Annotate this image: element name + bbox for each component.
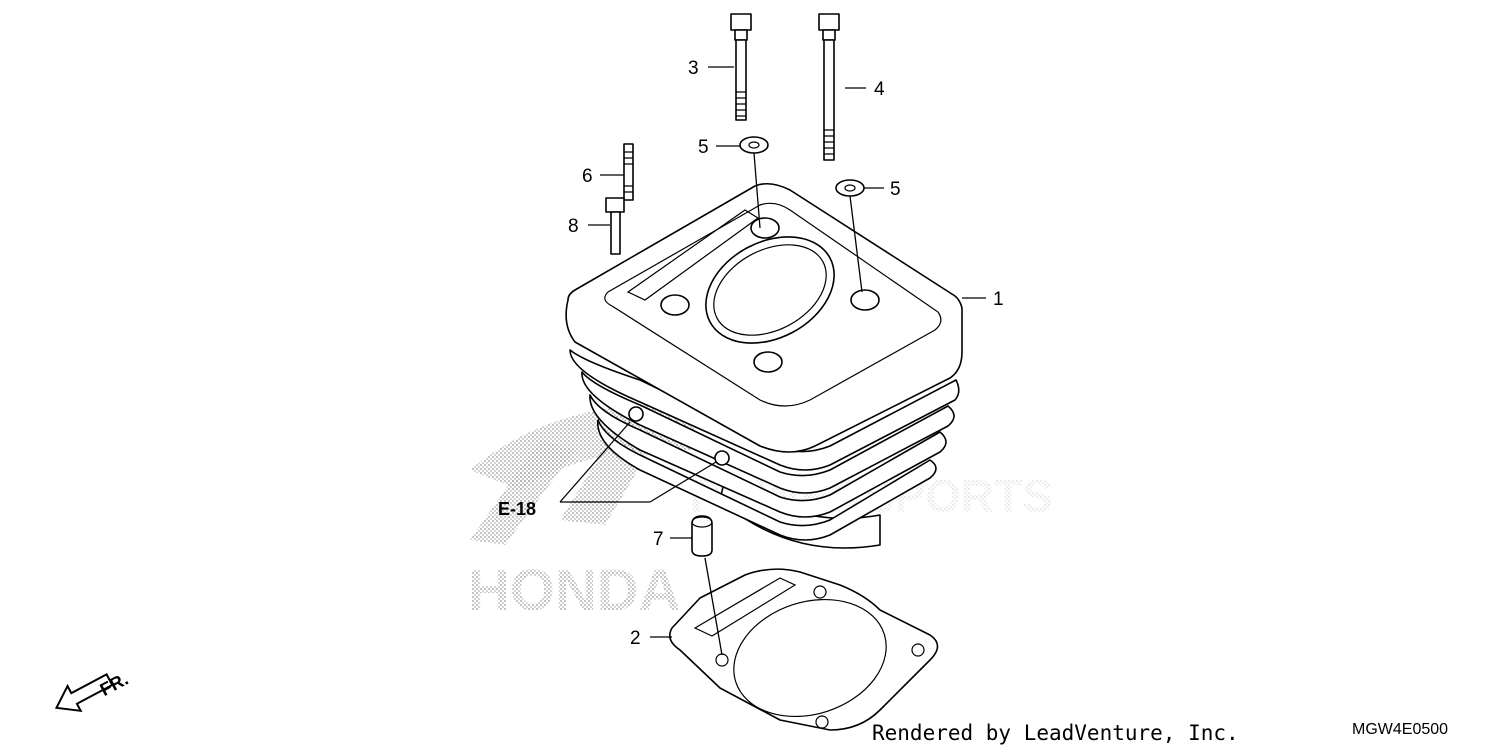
- callout-7[interactable]: 7: [653, 529, 664, 550]
- callout-2[interactable]: 2: [630, 628, 641, 649]
- cylinder-part[interactable]: [565, 182, 963, 549]
- callout-4[interactable]: 4: [874, 79, 885, 100]
- bolt-8-part[interactable]: [605, 197, 625, 255]
- washer-5-part[interactable]: [739, 136, 865, 197]
- dowel-pin-7-part[interactable]: [691, 515, 713, 557]
- leader-lines: [559, 66, 986, 656]
- callout-6[interactable]: 6: [582, 166, 593, 187]
- diagram-code: MGW4E0500: [1352, 721, 1448, 738]
- callout-5-left[interactable]: 5: [698, 137, 709, 158]
- rendered-by-text: Rendered by LeadVenture, Inc.: [872, 721, 1239, 745]
- bolt-3-part[interactable]: [730, 13, 752, 121]
- front-direction-arrow-icon: [54, 673, 114, 713]
- reference-e18-link[interactable]: E-18: [498, 499, 536, 519]
- callout-5-right[interactable]: 5: [890, 179, 901, 200]
- watermark-brand: HONDA: [468, 558, 681, 623]
- callout-8[interactable]: 8: [568, 216, 579, 237]
- callout-1[interactable]: 1: [993, 289, 1004, 310]
- bolt-4-part[interactable]: [818, 13, 840, 161]
- cylinder-base-gasket-part[interactable]: [669, 568, 939, 735]
- stud-bolt-6-part[interactable]: [623, 143, 634, 201]
- front-direction-label: FR.: [97, 669, 132, 700]
- callout-3[interactable]: 3: [688, 58, 699, 79]
